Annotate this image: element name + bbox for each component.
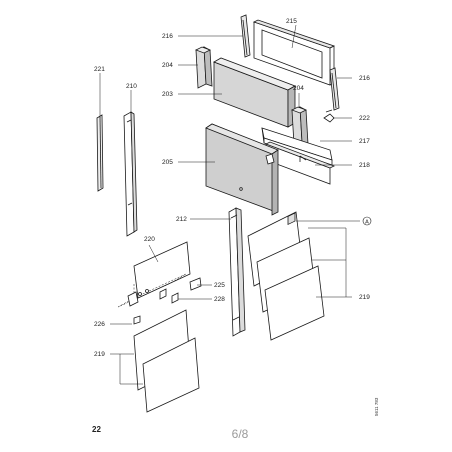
callout-215: 215 [286, 18, 297, 25]
callout-216: 216 [162, 33, 173, 40]
callout-220: 220 [144, 236, 155, 243]
part-212-rail [228, 207, 246, 337]
part-222-clip [323, 109, 335, 123]
callout-228: 228 [214, 296, 225, 303]
part-glass-panel-5 [142, 337, 200, 413]
callout-222: 222 [359, 115, 370, 122]
callout-212: 212 [176, 216, 187, 223]
part-216-strip-right [329, 67, 340, 111]
part-204-block-upper [195, 46, 213, 89]
callout-a-marker: A [362, 216, 372, 225]
callout-216: 216 [359, 75, 370, 82]
part-glass-panel-3 [264, 265, 325, 341]
part-205-insulation-block [205, 123, 279, 216]
callout-226: 226 [94, 321, 105, 328]
callout-210: 210 [126, 83, 137, 90]
part-203-insulation-slab [213, 57, 296, 128]
leader-lines [99, 24, 360, 385]
callout-205: 205 [162, 159, 173, 166]
part-216-strip-left [240, 14, 251, 58]
callout-225: 225 [214, 282, 225, 289]
callout-204: 204 [162, 62, 173, 69]
page-number: 22 [92, 425, 101, 434]
side-reference: 5611 783 [374, 397, 379, 416]
part-221-rail [96, 114, 104, 192]
part-226-mount-bracket [117, 273, 187, 325]
part-204-block-lower [291, 106, 309, 146]
callout-204: 204 [293, 85, 304, 92]
page-indicator: 6/8 [232, 427, 249, 441]
callout-218: 218 [359, 162, 370, 169]
part-215-frame [252, 19, 336, 86]
callout-203: 203 [162, 91, 173, 98]
callout-219: 219 [94, 351, 105, 358]
callout-219: 219 [359, 294, 370, 301]
part-210-rail [123, 111, 138, 237]
callout-labels: 216 215 204 216 221 210 203 204 222 217 … [94, 18, 372, 358]
callout-a: A [365, 219, 369, 225]
callout-221: 221 [94, 66, 105, 73]
callout-217: 217 [359, 138, 370, 145]
part-225-tab [189, 277, 202, 291]
part-220-panel [133, 241, 191, 299]
